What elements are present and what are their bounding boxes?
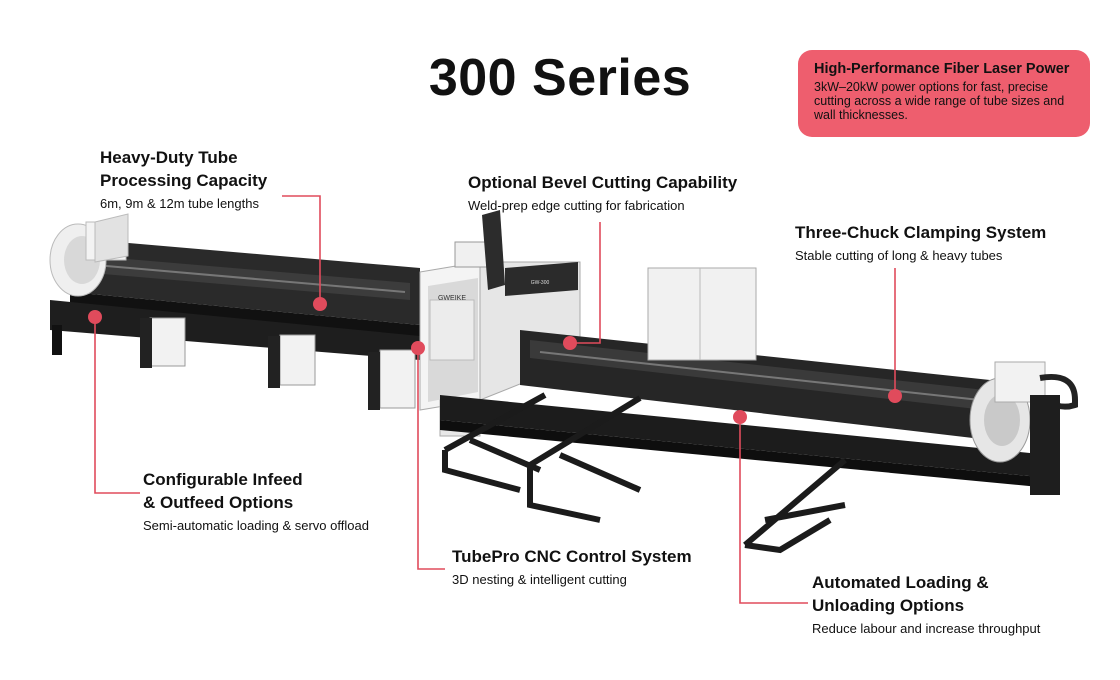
annotation-title: Configurable Infeed <box>143 470 303 489</box>
annotation-title: Optional Bevel Cutting Capability <box>468 173 738 192</box>
model-plate: GW-300 <box>531 280 550 286</box>
annotation-title: Processing Capacity <box>100 171 268 190</box>
annotation-subtitle: Semi-automatic loading & servo offload <box>143 518 369 533</box>
leader-infeed <box>94 317 140 494</box>
annotation-title: Automated Loading & <box>812 573 989 592</box>
annotation-title: Unloading Options <box>812 596 965 615</box>
left-bed <box>49 213 420 410</box>
dot-infeed <box>88 310 102 324</box>
annotation-bevel: Optional Bevel Cutting Capability Weld-p… <box>468 171 737 214</box>
leader-heavy-duty <box>282 195 321 304</box>
dot-bevel <box>563 336 577 350</box>
callout-body: 3kW–20kW power options for fast, precise… <box>814 80 1065 122</box>
annotation-title: TubePro CNC Control System <box>452 547 692 566</box>
annotation-loading: Automated Loading & Unloading Options Re… <box>812 571 1040 637</box>
annotation-subtitle: Weld-prep edge cutting for fabrication <box>468 198 685 213</box>
dot-loading <box>733 410 747 424</box>
page-title: 300 Series <box>428 49 692 107</box>
brand-plate: GWEIKE <box>438 295 466 302</box>
dot-tubepro <box>411 341 425 355</box>
annotation-subtitle: Reduce labour and increase throughput <box>812 621 1041 636</box>
annotation-title: Heavy-Duty Tube <box>100 148 238 167</box>
annotation-title: & Outfeed Options <box>143 493 294 512</box>
dot-heavy-duty <box>313 297 327 311</box>
loading-racks <box>442 392 847 554</box>
annotation-subtitle: 3D nesting & intelligent cutting <box>452 572 627 587</box>
annotation-three-chuck: Three-Chuck Clamping System Stable cutti… <box>795 221 1046 264</box>
annotation-tubepro: TubePro CNC Control System 3D nesting & … <box>452 545 692 588</box>
leader-tubepro <box>417 350 445 570</box>
dot-three-chuck <box>888 389 902 403</box>
annotation-subtitle: 6m, 9m & 12m tube lengths <box>100 196 259 211</box>
leader-loading <box>739 417 808 604</box>
annotation-title: Three-Chuck Clamping System <box>795 223 1047 242</box>
annotation-heavy-duty: Heavy-Duty Tube Processing Capacity 6m, … <box>100 146 267 212</box>
callout-title: High-Performance Fiber Laser Power <box>814 61 1070 77</box>
right-bed <box>440 267 1078 495</box>
leader-bevel <box>570 222 601 344</box>
annotation-infeed: Configurable Infeed & Outfeed Options Se… <box>143 468 369 534</box>
fiber-laser-callout: High-Performance Fiber Laser Power 3kW–2… <box>798 50 1090 137</box>
annotation-subtitle: Stable cutting of long & heavy tubes <box>795 248 1003 263</box>
